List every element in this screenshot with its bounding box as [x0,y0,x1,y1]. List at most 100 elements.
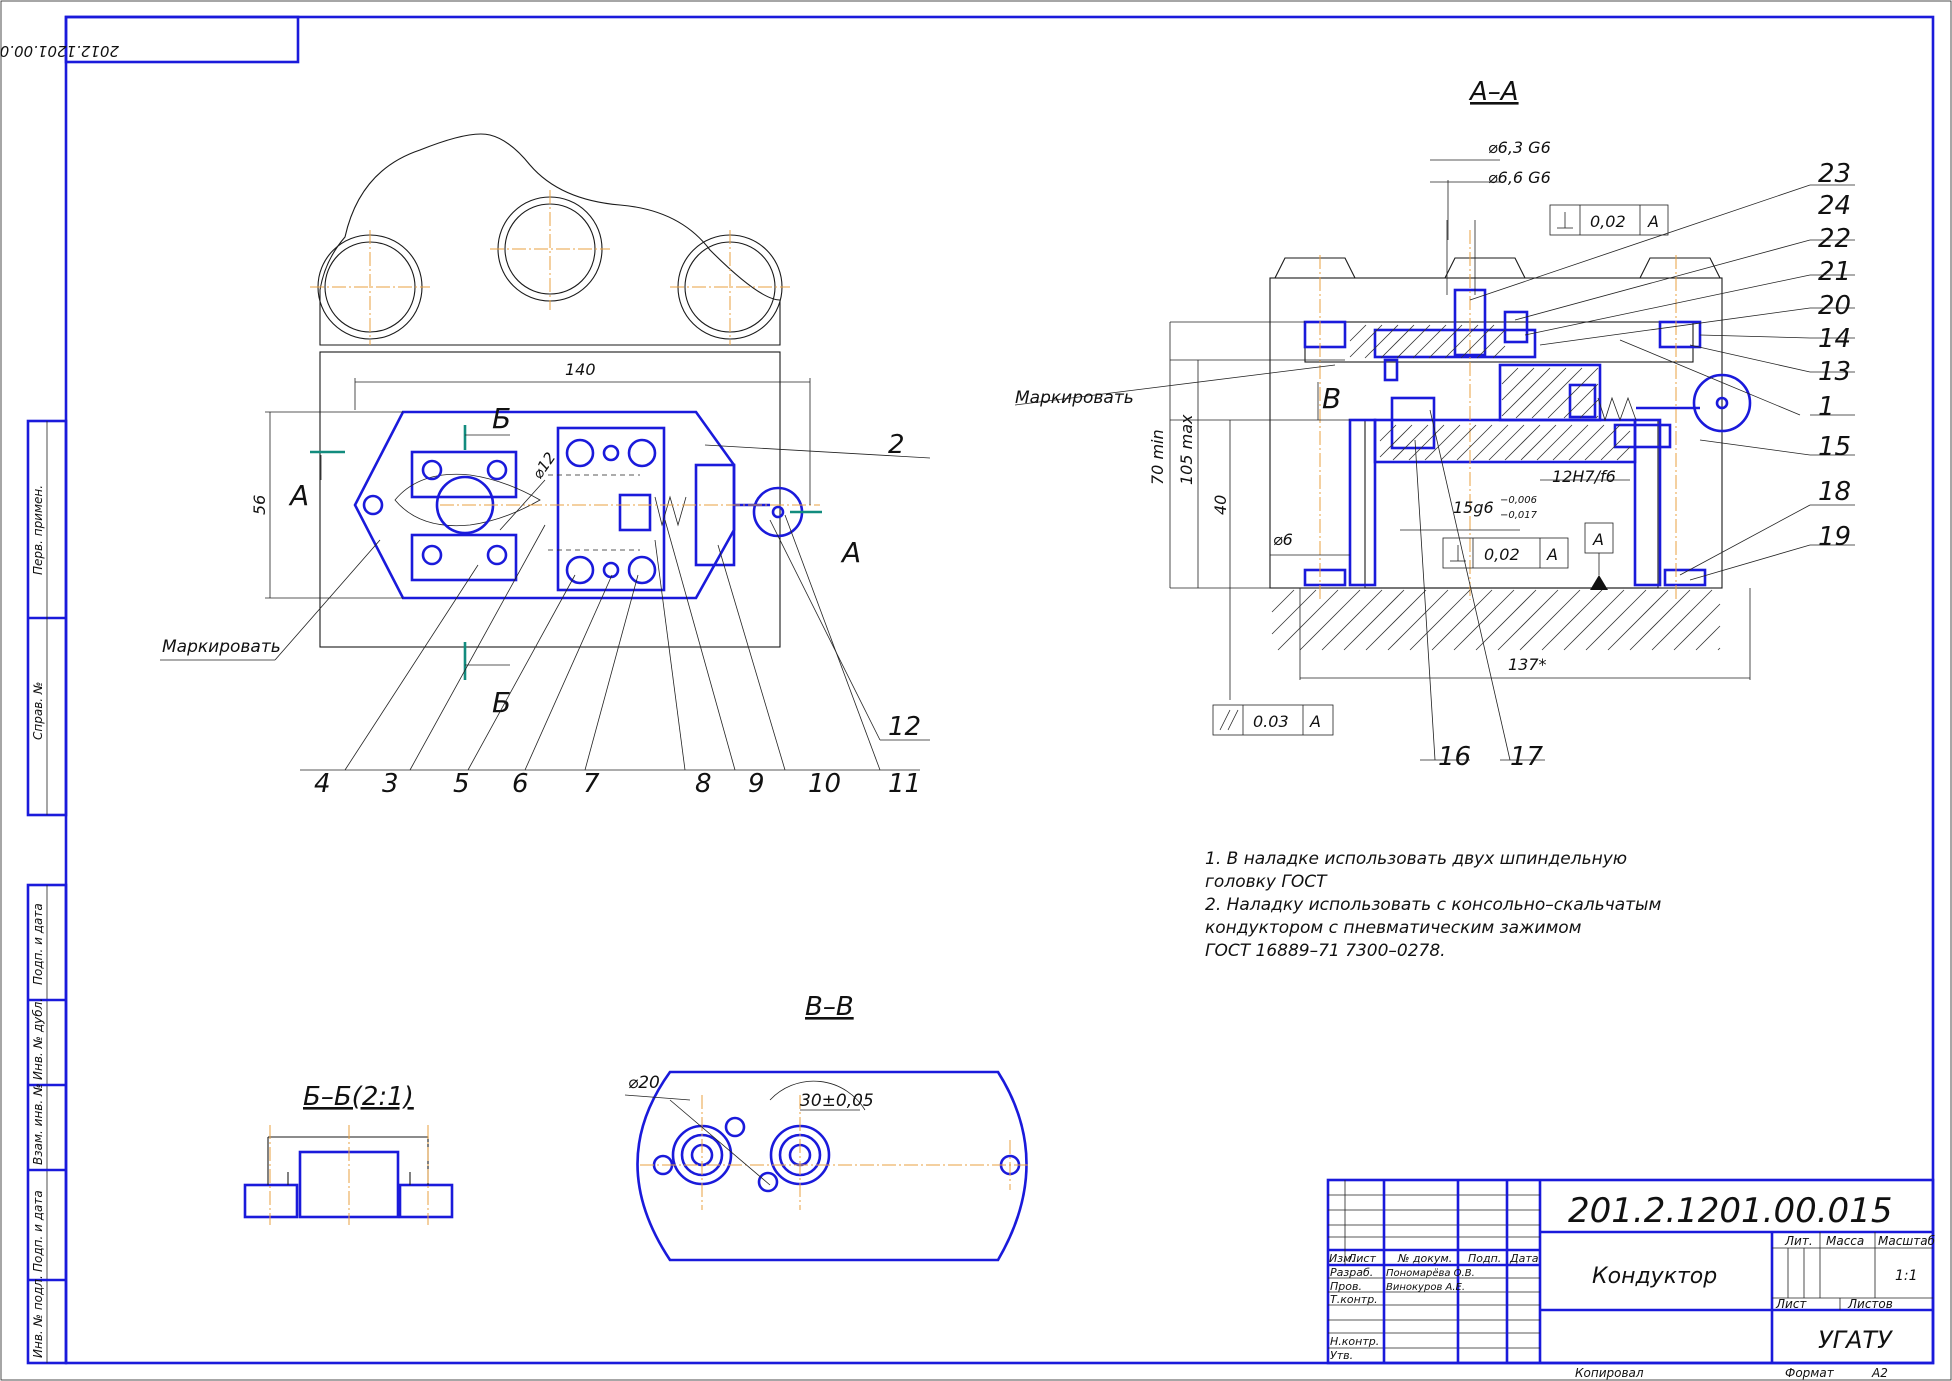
side-stamp-vzam: Взам. инв. № [31,1084,45,1165]
parallel-tol-frame [1212,704,1334,736]
hatch-line [1501,367,1535,401]
hatch-line [1428,324,1463,359]
hatch-line [1379,424,1397,442]
aa-dim-70min: 70 min [1148,429,1167,485]
hatch-line [1364,324,1399,359]
hatch-line [1552,424,1589,461]
tb-col-date: Дата [1509,1252,1539,1265]
tb-hdr-sheets: Листов [1847,1297,1893,1311]
aa-shaft-dev-upper: −0,006 [1500,495,1537,506]
plan-pos-12: 12 [888,712,921,742]
side-stamp-podp1: Подп. и дата [31,903,45,985]
hatch-line [1440,424,1477,461]
aa-pos-1: 1 [1818,392,1835,422]
section-aa-body [1269,220,1752,600]
hatch-line [1536,424,1573,461]
aa-dim-hole2: ⌀6,6 G6 [1488,168,1551,187]
hatch-line [1717,647,1721,651]
side-stamp-inv-dubl: Инв. № дубл. [31,998,45,1080]
aa-perp-tol-bottom-datum: А [1546,545,1558,564]
tb-copied: Копировал [1575,1366,1644,1380]
aa-dim-hole1: ⌀6,3 G6 [1488,138,1551,157]
hatch-line [1412,324,1447,359]
note-line-3: 2. Наладку использовать с консольно–скал… [1205,895,1661,915]
plan-marking-label: Маркировать [162,637,281,657]
hatch-line [1460,324,1495,359]
tb-hdr-scale: Масштаб [1878,1234,1936,1248]
aa-shaft-fit: 15g6 [1453,498,1494,517]
plan-pos-11: 11 [888,769,921,799]
hatch-line [1472,424,1509,461]
aa-dim-40: 40 [1211,495,1230,515]
hatch-line [1585,589,1647,651]
title-block-frame [1326,1178,1935,1365]
plan-dim-140: 140 [565,360,596,379]
hatch-line [1492,345,1506,359]
tb-col-doc: № докум. [1397,1252,1452,1265]
tb-hdr-mass: Масса [1826,1234,1864,1248]
plan-pos-3: 3 [382,769,399,799]
hatch-line [1629,589,1691,651]
hatch-line [1547,367,1599,419]
aa-marking-label: Маркировать [1015,388,1134,408]
hatch-line [1349,324,1367,342]
hatch-line [1563,589,1625,651]
tb-designer: Пономарёва О.В. [1386,1268,1475,1279]
hatch-line [1488,424,1525,461]
hatch-line [1504,424,1541,461]
hatch-line [1431,589,1493,651]
aa-section-mark-v: В [1322,382,1341,415]
hatch-line [1607,589,1669,651]
hatch-line [1531,367,1583,419]
aa-fit-label: 12H7/f6 [1552,467,1616,486]
tb-col-list: Лист [1347,1252,1376,1265]
aa-perp-tol-top: 0,02 [1590,212,1626,231]
vv-dim-d20: ⌀20 [628,1073,660,1093]
hatch-line [1409,589,1471,651]
hatch-line [1365,589,1427,651]
aa-dim-105max: 105 max [1177,414,1196,485]
note-line-2: головку ГОСТ [1205,872,1328,892]
hatch-line [1497,589,1559,651]
aa-dim-d6: ⌀6 [1273,530,1293,549]
plan-dim-d12: ⌀12 [529,449,560,482]
tb-col-sign: Подп. [1468,1252,1501,1265]
vv-dim-spacing: 30±0,05 [800,1091,874,1111]
perp-tol-bottom-frame [1442,522,1614,590]
hatch-line [1584,424,1621,461]
hatch-line [1595,415,1599,419]
hatch-line [1475,589,1537,651]
hatch-line [1579,399,1599,419]
side-stamp-podp2: Подп. и дата [31,1190,45,1272]
tb-organization: УГАТУ [1818,1326,1893,1354]
hatch-line [1299,589,1361,651]
technical-notes: 1. В наладке использовать двух шпиндельн… [1205,849,1661,961]
section-aa-title: А–А [1468,77,1519,107]
perp-tol-top-frame [1549,204,1669,236]
side-stamp-inv-podl: Инв. № подл. [31,1275,45,1358]
note-line-1: 1. В наладке использовать двух шпиндельн… [1205,849,1627,869]
plan-pos-4: 4 [314,769,331,799]
plan-leaders [300,444,931,771]
tb-format: Формат [1785,1366,1835,1380]
tb-hdr-lit: Лит. [1784,1234,1813,1248]
hatch-line [1520,424,1557,461]
hatch-line [1349,324,1383,358]
section-mark-a-right: А [840,536,861,569]
side-stamp-sprav: Справ. № [31,682,45,740]
hatch-line [1424,424,1461,461]
hatch-line [1519,589,1581,651]
plan-pos-10: 10 [808,769,841,799]
plan-pos-7: 7 [583,769,600,799]
section-mark-b-top: Б [492,402,511,435]
aa-pos-19: 19 [1818,522,1851,552]
hatch-line [1673,603,1721,651]
aa-pos-17: 17 [1510,742,1544,772]
aa-pos-13: 13 [1818,357,1851,387]
tb-row-nkontr: Н.контр. [1330,1335,1379,1348]
aa-perp-tol-bottom: 0,02 [1484,545,1520,564]
hatch-line [1321,589,1383,651]
plan-pos-8: 8 [695,769,712,799]
aa-pos-15: 15 [1818,432,1851,462]
tb-row-razrab: Разраб. [1330,1266,1373,1279]
